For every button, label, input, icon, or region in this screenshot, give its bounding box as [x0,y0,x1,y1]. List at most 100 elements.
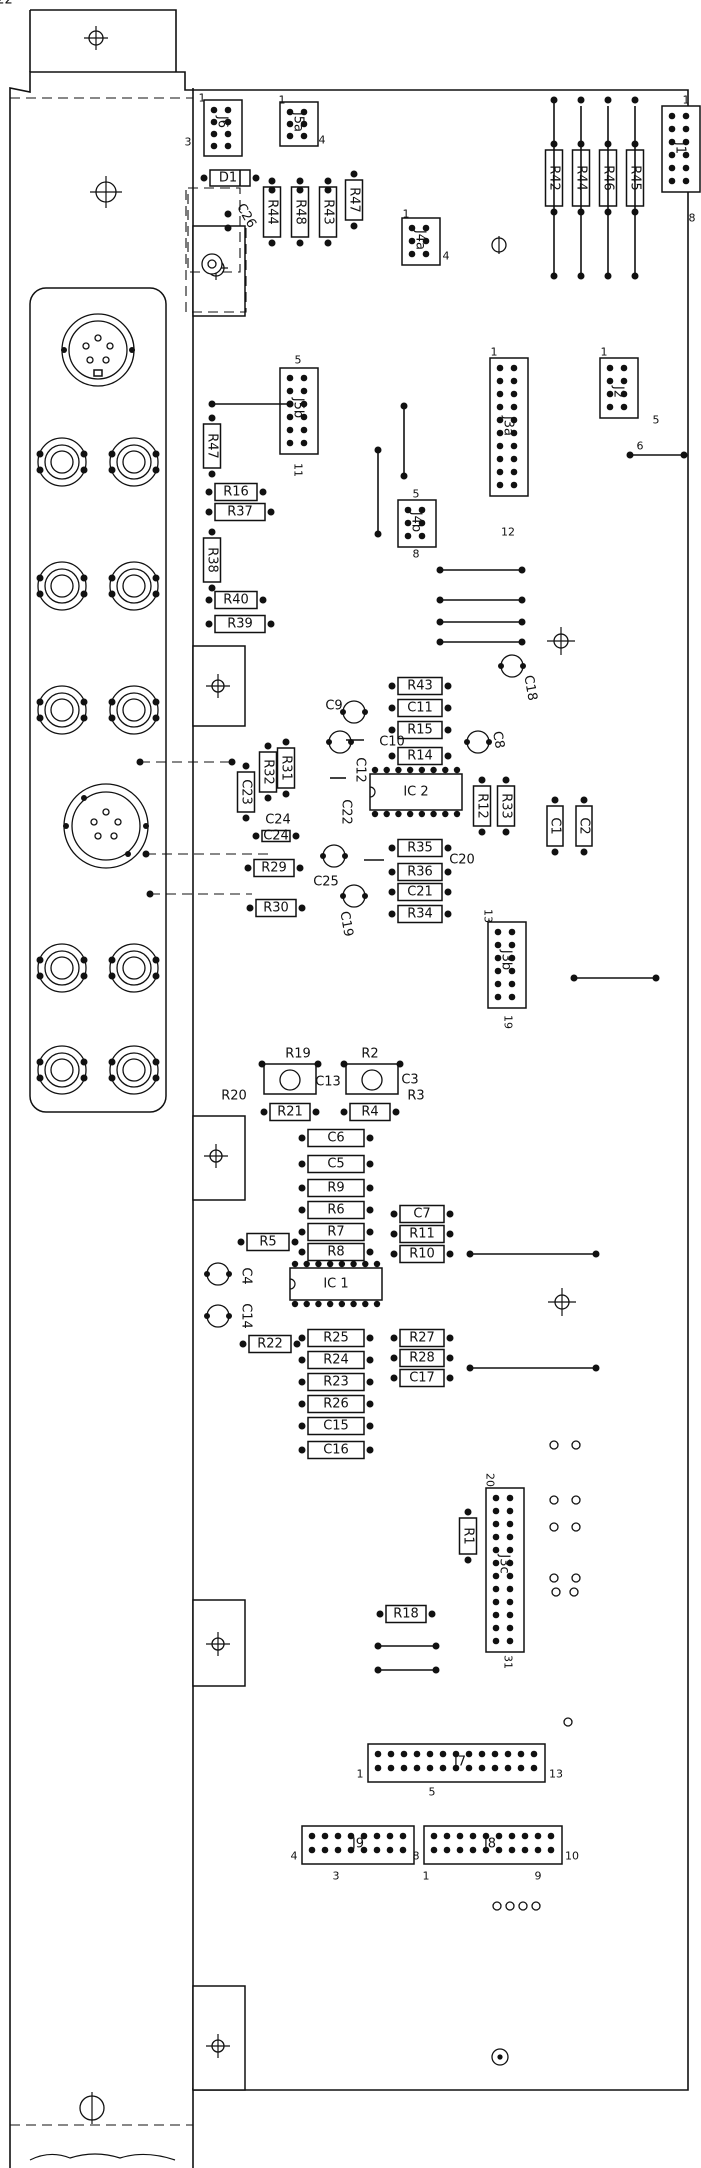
component-r27 [399,1328,445,1348]
connector-frame [29,287,167,1113]
pin-label-j8_9: 9 [535,1870,542,1883]
label-c2: C2 [577,817,592,834]
component-r1 [458,1517,478,1555]
label-j5b: J5b [291,397,306,418]
label-c18: C18 [520,674,539,702]
label-c1: C1 [548,817,563,834]
bnc-connector-9 [36,1045,88,1095]
component-r14 [397,746,443,766]
component-ic1 [289,1267,383,1301]
din-connector-top [61,313,135,387]
component-r9 [307,1178,365,1198]
pin-label-j5b_5: 5 [295,354,302,367]
label-c4: C4 [239,1267,254,1284]
label-j3c: J3c [497,1553,512,1573]
component-c9 [342,700,366,724]
connector-j4a [401,217,441,266]
component-r7 [307,1222,365,1242]
component-c1 [546,805,564,847]
label-r38: R38 [205,547,220,573]
component-r26 [307,1394,365,1414]
component-r35 [397,838,443,858]
component-r31 [276,747,296,789]
label-r33: R33 [499,793,514,819]
bnc-connector-4 [108,561,160,611]
label-r29: R29 [261,861,287,876]
pin-label-j2_1: 1 [601,346,608,359]
pin-label-j9_4: 4 [291,1850,298,1863]
component-r25 [307,1328,365,1348]
component-r22 [248,1334,292,1354]
label-r31: R31 [279,755,294,781]
label-c23: C23 [239,779,254,805]
connector-j6 [203,99,243,157]
component-r47b [202,423,222,469]
connector-j3c [485,1487,525,1653]
component-r19 [263,1063,317,1095]
component-c14 [206,1304,230,1328]
label-r2: R2 [361,1047,378,1062]
wire-pads [136,96,688,1674]
label-j1: J1 [673,141,688,154]
label-r20: R20 [221,1089,247,1104]
component-r12 [472,785,492,827]
component-r11 [399,1224,445,1244]
label-j3b: J3b [499,949,514,970]
component-r43b [397,676,443,696]
label-c12: C12 [353,757,368,783]
label-r11: R11 [409,1227,435,1242]
label-j2: J2 [611,385,626,398]
pin-label-j5b_11: 11 [292,463,305,477]
label-r27: R27 [409,1331,435,1346]
connector-j4b [397,499,437,548]
pin-label-j1_8: 8 [689,212,696,225]
component-c10 [328,730,352,754]
component-r18 [385,1604,427,1624]
connector-j7 [367,1743,546,1783]
pin-label-j7_1: 1 [357,1768,364,1781]
pcb-board [192,89,689,2091]
label-r34: R34 [407,907,433,922]
pin-label-j3c_31: 31 [502,1655,515,1669]
pin-label-j8_1: 1 [423,1870,430,1883]
pin-label-j9_8: 8 [413,1850,420,1863]
component-ic2 [369,773,463,811]
label-r8: R8 [327,1245,344,1260]
label-j7: J7 [453,1755,466,1770]
label-r30: R30 [263,901,289,916]
label-r25: R25 [323,1331,349,1346]
label-c15: C15 [323,1419,349,1434]
label-r15: R15 [407,723,433,738]
label-r10: R10 [409,1247,435,1262]
label-c17: C17 [409,1371,435,1386]
component-r16 [214,482,258,502]
pin-label-j5a_4: 4 [319,134,326,147]
component-c17 [399,1368,445,1388]
connector-j5a [279,101,319,147]
bnc-connector-1 [36,437,88,487]
label-r47b: R47 [205,433,220,459]
component-r36 [397,862,443,882]
connector-j1 [661,105,701,193]
component-c8 [466,730,490,754]
label-r28: R28 [409,1351,435,1366]
component-r32 [258,751,278,793]
label-r21: R21 [277,1105,303,1120]
label-c22: C22 [0,0,13,8]
label-r32: R32 [261,759,276,785]
label-j6: J6 [215,115,230,128]
label-j4b: J4b [409,511,424,532]
pin-label-j4b_8: 8 [413,548,420,561]
label-c24: C24 [265,813,291,828]
label-r1: R1 [461,1527,476,1544]
label-c10: C10 [379,735,405,750]
component-r10 [399,1244,445,1264]
label-c5: C5 [327,1157,344,1172]
component-c16 [307,1440,365,1460]
leader-lines [140,190,270,895]
connector-j2 [599,357,639,419]
label-r16: R16 [223,485,249,500]
component-c22 [322,844,346,868]
